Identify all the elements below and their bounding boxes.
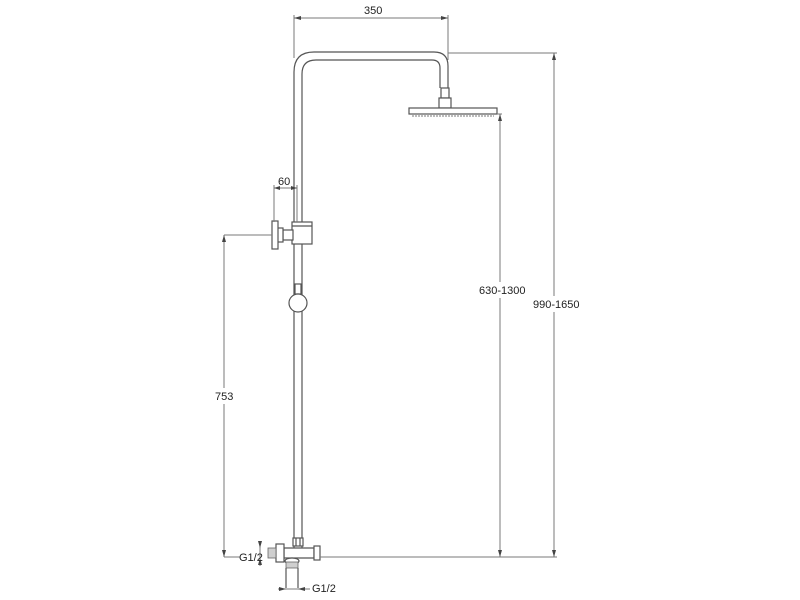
dimension-label-990-1650: 990-1650	[533, 299, 580, 311]
dimension-inlet-bottom: G1/2	[278, 583, 336, 595]
dimension-label-60: 60	[278, 176, 290, 188]
dimension-label-350: 350	[364, 5, 382, 17]
shower-head-connector	[438, 87, 452, 109]
thermostatic-mixer	[267, 537, 321, 588]
dimension-holder-offset: 60	[273, 176, 298, 222]
diverter-knob	[288, 283, 308, 313]
dimension-label-g12-left: G1/2	[239, 552, 263, 564]
dimension-arm-length: 350	[293, 5, 449, 60]
rain-shower-head	[408, 107, 498, 117]
dimension-head-height: 630-1300	[478, 113, 526, 557]
dimension-inlet-left: G1/2	[239, 541, 263, 566]
dimension-label-630-1300: 630-1300	[479, 285, 526, 297]
dimension-total-height: 990-1650	[448, 52, 580, 557]
hand-shower-holder	[271, 220, 313, 250]
dimension-label-g12-bottom: G1/2	[312, 583, 336, 595]
dimension-label-753: 753	[215, 391, 233, 403]
dimension-holder-height: 753	[214, 234, 272, 558]
riser-pipe	[293, 51, 449, 548]
